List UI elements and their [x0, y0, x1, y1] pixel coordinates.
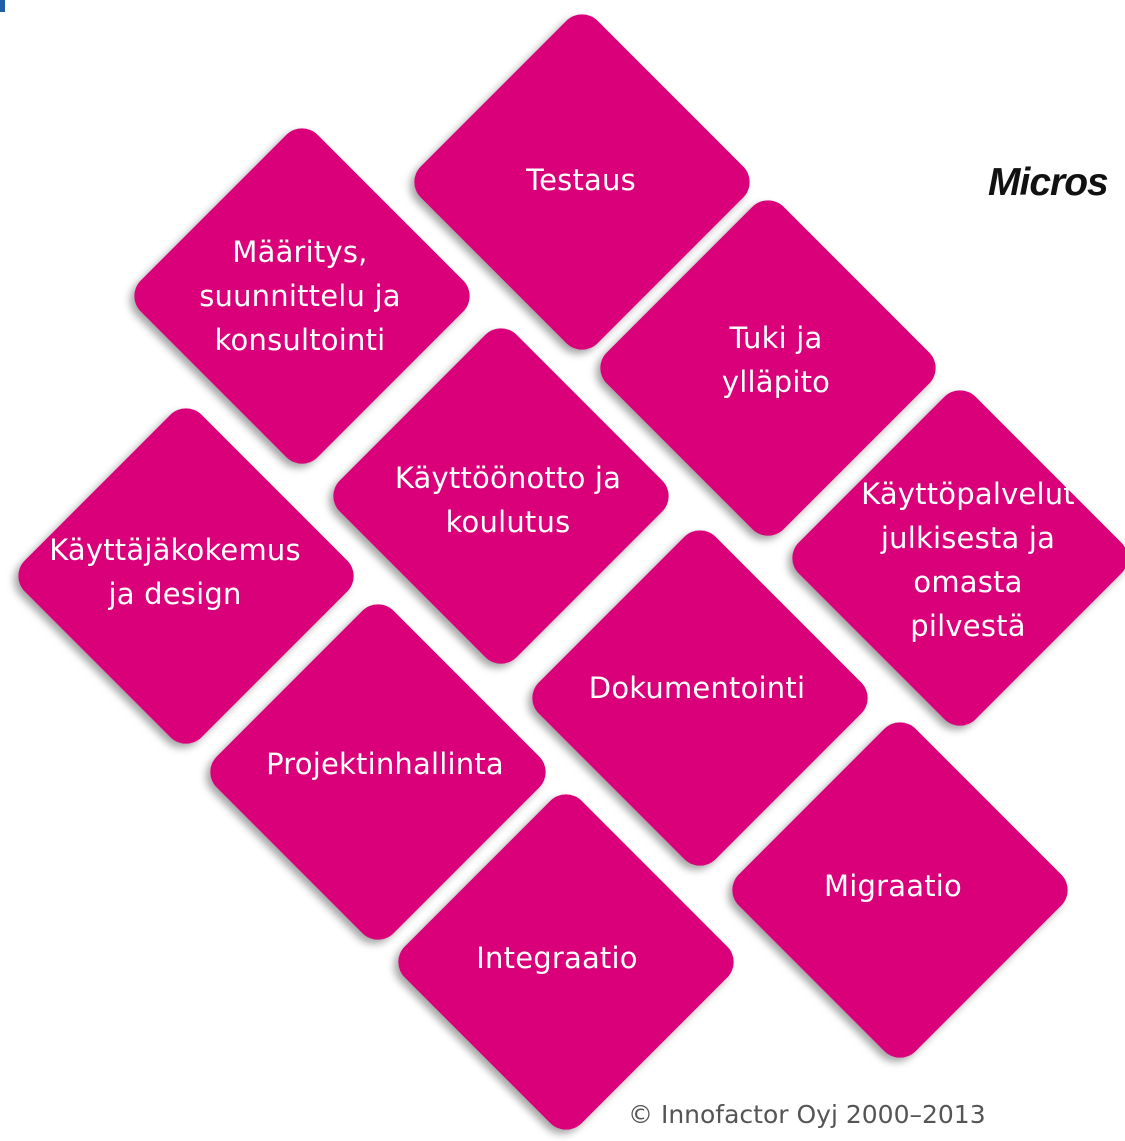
tile-label-testaus: Testaus	[526, 163, 636, 197]
tile-label-projektinhallinta: Projektinhallinta	[266, 747, 504, 781]
tile-label-integraatio: Integraatio	[476, 941, 638, 975]
tile-label-dokumentointi: Dokumentointi	[588, 671, 806, 705]
copyright-notice: © Innofactor Oyj 2000–2013	[628, 1100, 986, 1129]
tile-label-migraatio: Migraatio	[824, 869, 962, 903]
tile-label-kayttajakokemus: Käyttäjäkokemus ja design	[49, 533, 301, 611]
tile-label-tuki: Tuki ja ylläpito	[721, 321, 831, 399]
tile-label-maaritys: Määritys, suunnittelu ja konsultointi	[199, 235, 401, 357]
tile-label-kayttopalvelut: Käyttöpalvelut julkisesta ja omasta pilv…	[861, 477, 1075, 643]
corner-accent-mark	[0, 0, 5, 12]
microsoft-logo: Micros	[988, 161, 1109, 204]
tile-label-kayttoonotto: Käyttöönotto ja koulutus	[394, 461, 622, 539]
